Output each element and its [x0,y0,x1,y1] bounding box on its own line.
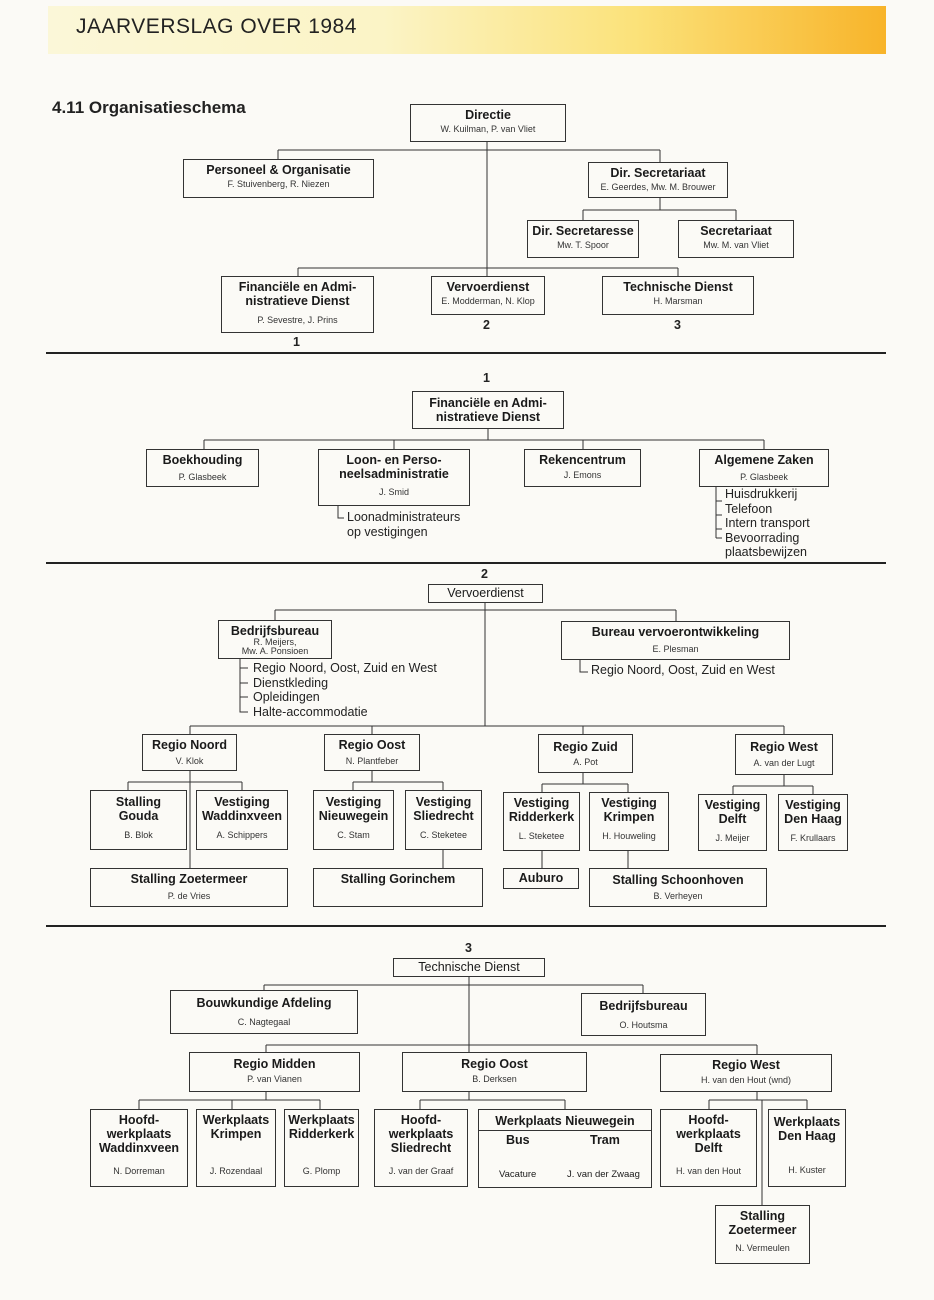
section-number-1: 1 [483,371,490,385]
box-technische-dienst: Technische Dienst H. Marsman [602,276,754,315]
box-personeel-organisatie: Personeel & Organisatie F. Stuivenberg, … [183,159,374,198]
box-regio-midden: Regio Midden P. van Vianen [189,1052,360,1092]
label-number-1: 1 [293,335,300,349]
divider [46,352,886,354]
header-banner: JAARVERSLAG OVER 1984 [48,6,886,54]
box-hoofdwerkplaats-delft: Hoofd- werkplaats Delft H. van den Hout [660,1109,757,1187]
box-regio-oost-td: Regio Oost B. Derksen [402,1052,587,1092]
box-stalling-zoetermeer: Stalling Zoetermeer P. de Vries [90,868,288,907]
box-directie: Directie W. Kuilman, P. van Vliet [410,104,566,142]
box-dir-secretariaat: Dir. Secretariaat E. Geerdes, Mw. M. Bro… [588,162,728,198]
box-werkplaats-den-haag: Werkplaats Den Haag H. Kuster [768,1109,846,1187]
box-rekencentrum: Rekencentrum J. Emons [524,449,641,487]
box-stalling-schoonhoven: Stalling Schoonhoven B. Verheyen [589,868,767,907]
box-regio-west-td: Regio West H. van den Hout (wnd) [660,1054,832,1092]
box-regio-oost: Regio Oost N. Plantfeber [324,734,420,771]
box-vestiging-waddinxveen: Vestiging Waddinxveen A. Schippers [196,790,288,850]
box-financiele-dienst: Financiële en Admi- nistratieve Dienst P… [221,276,374,333]
box-vestiging-ridderkerk: Vestiging Ridderkerk L. Steketee [503,792,580,851]
box-loonadministratie: Loon- en Perso- neelsadministratie J. Sm… [318,449,470,506]
label-number-3: 3 [674,318,681,332]
box-vestiging-krimpen: Vestiging Krimpen H. Houweling [589,792,669,851]
note-loonadministrateurs: Loonadministrateurs op vestigingen [347,510,461,539]
box-regio-noord: Regio Noord V. Klok [142,734,237,771]
note-bureau-vervoerontwikkeling: Regio Noord, Oost, Zuid en West [591,663,775,677]
box-werkplaats-ridderkerk: Werkplaats Ridderkerk G. Plomp [284,1109,359,1187]
box-auburo: Auburo [503,868,579,889]
box-hoofdwerkplaats-sliedrecht: Hoofd- werkplaats Sliedrecht J. van der … [374,1109,468,1187]
box-boekhouding: Boekhouding P. Glasbeek [146,449,259,487]
section-title: 4.11 Organisatieschema [52,98,246,117]
box-stalling-gouda: Stalling Gouda B. Blok [90,790,187,850]
box-werkplaats-krimpen: Werkplaats Krimpen J. Rozendaal [196,1109,276,1187]
divider [46,562,886,564]
section-number-3: 3 [465,941,472,955]
label-tram: Tram [590,1133,620,1147]
box-werkplaats-nieuwegein: Werkplaats Nieuwegein [478,1109,652,1188]
box-financiele-dienst-head: Financiële en Admi- nistratieve Dienst [412,391,564,429]
box-vervoerdienst: Vervoerdienst E. Modderman, N. Klop [431,276,545,315]
box-bureau-vervoerontwikkeling: Bureau vervoerontwikkeling E. Plesman [561,621,790,660]
box-bedrijfsbureau: Bedrijfsbureau R. Meijers, Mw. A. Ponsio… [218,620,332,659]
box-secretariaat: Secretariaat Mw. M. van Vliet [678,220,794,258]
box-stalling-zoetermeer-td: Stalling Zoetermeer N. Vermeulen [715,1205,810,1264]
report-title: JAARVERSLAG OVER 1984 [76,15,357,38]
label-van-der-zwaag: J. van der Zwaag [567,1169,640,1180]
box-regio-west: Regio West A. van der Lugt [735,734,833,775]
box-algemene-zaken: Algemene Zaken P. Glasbeek [699,449,829,487]
box-stalling-gorinchem: Stalling Gorinchem [313,868,483,907]
box-dir-secretaresse: Dir. Secretaresse Mw. T. Spoor [527,220,639,258]
label-bus: Bus [506,1133,530,1147]
box-bedrijfsbureau-td: Bedrijfsbureau O. Houtsma [581,993,706,1036]
divider [46,925,886,927]
box-vestiging-den-haag: Vestiging Den Haag F. Krullaars [778,794,848,851]
note-algemene-zaken: Huisdrukkerij Telefoon Intern transport … [725,487,810,559]
box-hoofdwerkplaats-waddinxveen: Hoofd- werkplaats Waddinxveen N. Dorrema… [90,1109,188,1187]
label-number-2: 2 [483,318,490,332]
box-regio-zuid: Regio Zuid A. Pot [538,734,633,773]
box-vestiging-sliedrecht: Vestiging Sliedrecht C. Steketee [405,790,482,850]
section-number-2: 2 [481,567,488,581]
box-vestiging-delft: Vestiging Delft J. Meijer [698,794,767,851]
note-bedrijfsbureau: Regio Noord, Oost, Zuid en West Dienstkl… [253,661,437,719]
label-vacature: Vacature [499,1169,537,1180]
box-vestiging-nieuwegein: Vestiging Nieuwegein C. Stam [313,790,394,850]
box-vervoerdienst-head: Vervoerdienst [428,584,543,603]
divider-nieuwegein [478,1130,652,1131]
box-technische-dienst-head: Technische Dienst [393,958,545,977]
box-bouwkundige-afdeling: Bouwkundige Afdeling C. Nagtegaal [170,990,358,1034]
